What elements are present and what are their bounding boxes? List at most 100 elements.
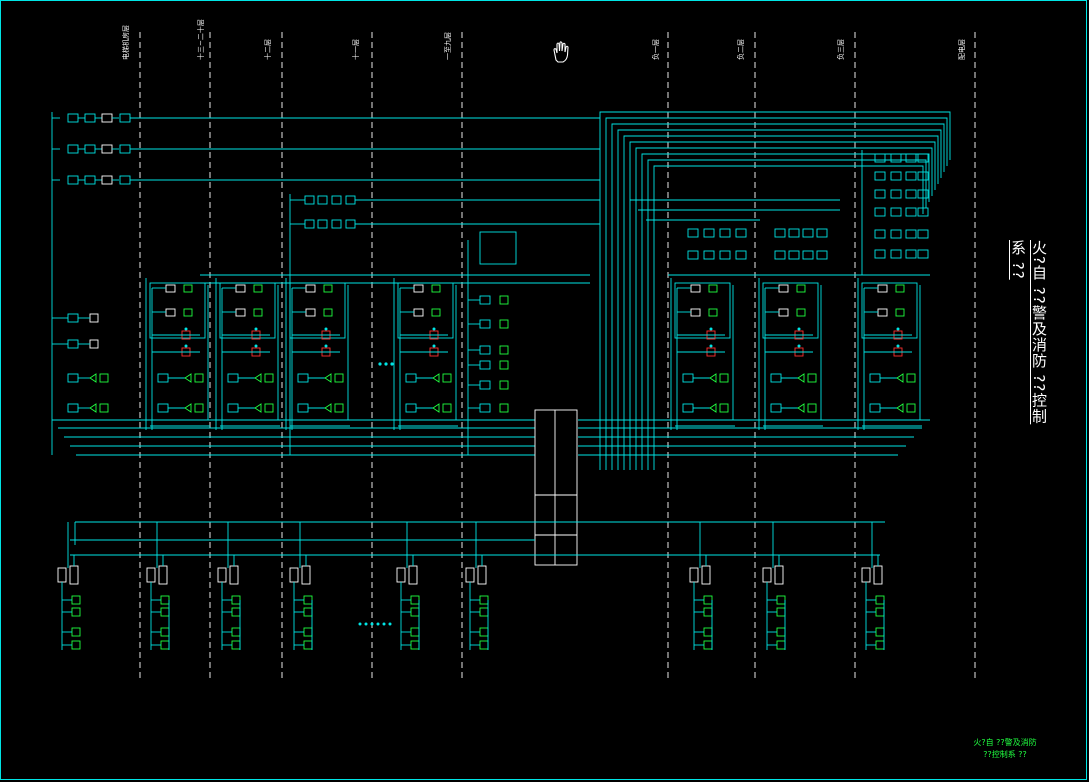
detector (895, 308, 905, 317)
module-box (874, 207, 886, 217)
detector (499, 360, 509, 370)
speaker-box (776, 640, 786, 650)
detector (323, 284, 333, 293)
module-box (905, 249, 917, 259)
detector (499, 380, 509, 390)
module-box (719, 228, 731, 238)
module-box (227, 403, 239, 413)
caption-line-2: ??控制系 ?? (983, 750, 1027, 759)
floor-label: 十二层 (263, 39, 272, 60)
speaker-box (703, 595, 713, 605)
module-box (405, 373, 417, 383)
module-box (331, 219, 342, 229)
detector (719, 403, 729, 413)
detector (264, 373, 274, 383)
module-box (770, 403, 782, 413)
module-box (119, 113, 131, 123)
module-box (890, 207, 902, 217)
hand-cursor-icon[interactable] (553, 41, 569, 63)
speaker (709, 373, 717, 383)
module-box (874, 229, 886, 239)
detector (253, 308, 263, 317)
speaker (896, 403, 904, 413)
floor-panel (857, 278, 922, 430)
speaker-box (776, 595, 786, 605)
speaker-box (160, 640, 170, 650)
floor-panel (393, 278, 458, 430)
detector (253, 284, 263, 293)
detector (99, 373, 109, 383)
speaker-box (875, 627, 885, 637)
detector (183, 284, 193, 293)
detector (442, 403, 452, 413)
module-box (405, 403, 417, 413)
module-box (297, 373, 309, 383)
detector (334, 373, 344, 383)
module-box (874, 171, 886, 181)
module-box (479, 345, 491, 355)
module-box (816, 250, 828, 260)
module-box (67, 144, 79, 154)
broadcast-string (289, 522, 313, 650)
speaker (184, 403, 192, 413)
detector (895, 284, 905, 293)
caption-line-1: 火?自 ??警及消防 (973, 738, 1037, 747)
speaker-box (410, 640, 420, 650)
module-box (905, 153, 917, 163)
speaker (432, 403, 440, 413)
speaker-box (71, 640, 81, 650)
module-box (304, 219, 315, 229)
module-box (119, 144, 131, 154)
detector (183, 308, 193, 317)
floor-label: 负一层 (651, 39, 660, 60)
module-box (869, 373, 881, 383)
module-box (687, 250, 699, 260)
speaker-box (875, 640, 885, 650)
upper-module-strings (51, 111, 951, 470)
floor-panel (758, 278, 823, 430)
module-box (119, 175, 131, 185)
module-box (157, 403, 169, 413)
speaker (89, 373, 97, 383)
module-box (917, 153, 929, 163)
speaker-box (303, 607, 313, 617)
module-box (905, 189, 917, 199)
module-box (101, 175, 113, 185)
speaker-box (703, 627, 713, 637)
module-box (735, 228, 747, 238)
module-box (317, 219, 328, 229)
module-box (788, 250, 800, 260)
speaker (254, 373, 262, 383)
floor-label: 配电层 (957, 39, 966, 60)
broadcast-string (57, 522, 81, 650)
module-box (774, 228, 786, 238)
detector (796, 284, 806, 293)
module-box (890, 189, 902, 199)
module-box (479, 360, 491, 370)
module-box (719, 250, 731, 260)
broadcast-string (762, 522, 786, 650)
speaker-box (303, 595, 313, 605)
speaker-box (410, 607, 420, 617)
module-box (479, 380, 491, 390)
speaker-box (776, 627, 786, 637)
module-box (67, 403, 79, 413)
floor-label: 十一层 (351, 39, 360, 60)
broadcast-string (146, 522, 170, 650)
floor-label: 负三层 (836, 39, 845, 60)
speaker-box (231, 607, 241, 617)
speaker-box (776, 607, 786, 617)
speaker-box (410, 627, 420, 637)
speaker-box (71, 627, 81, 637)
module-box (735, 250, 747, 260)
floor-panel (670, 278, 735, 430)
module-box (703, 250, 715, 260)
module-box (331, 195, 342, 205)
module-box (101, 113, 113, 123)
speaker-box (71, 607, 81, 617)
speaker-box (875, 595, 885, 605)
detector (499, 403, 509, 413)
module-box (297, 403, 309, 413)
